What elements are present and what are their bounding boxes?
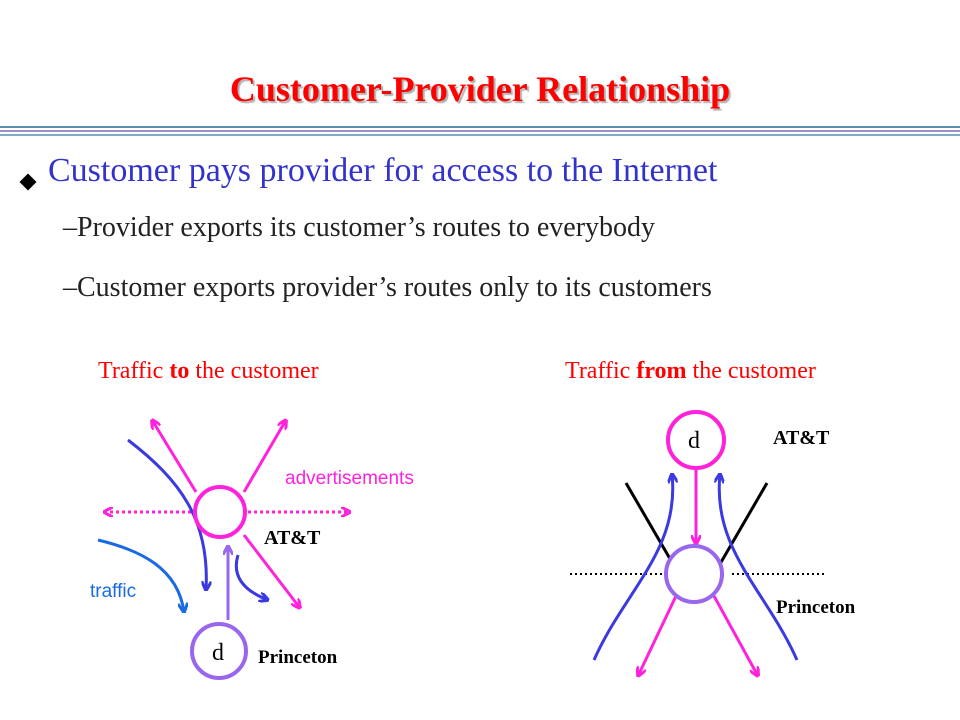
sub-bullet-1: –Provider exports its customer’s routes … <box>63 212 656 243</box>
sub-bullet-2: –Customer exports provider’s routes only… <box>63 272 712 303</box>
left-d-node <box>190 622 248 680</box>
left-d-label: d <box>212 640 224 666</box>
title-rule-3 <box>0 134 960 136</box>
right-diagram: d AT&T Princeton <box>570 410 856 676</box>
left-blue-route-arrow <box>127 438 206 590</box>
right-blue-route-left <box>592 474 673 661</box>
left-traffic-arrow <box>97 538 184 612</box>
left-diagram-caption: Traffic to the customer <box>98 358 319 385</box>
right-caption-post: the customer <box>686 358 816 384</box>
left-princeton-label: Princeton <box>258 647 338 668</box>
left-caption-pre: Traffic <box>98 358 170 384</box>
right-blue-route-right <box>719 474 799 661</box>
right-magenta-down-left <box>638 595 678 676</box>
left-ad-arrow-up-left <box>152 420 198 493</box>
right-black-line-left <box>624 482 675 565</box>
left-att-node <box>193 485 247 539</box>
left-traffic-label: traffic <box>90 581 136 602</box>
right-magenta-down-right <box>712 595 758 676</box>
left-ad-arrow-up-right <box>242 420 286 493</box>
title-rule-1 <box>0 126 960 128</box>
main-bullet-text: Customer pays provider for access to the… <box>48 152 718 189</box>
left-att-label: AT&T <box>264 527 321 549</box>
right-princeton-label: Princeton <box>776 597 856 618</box>
left-caption-bold: to <box>169 358 190 384</box>
right-d-label: d <box>688 428 700 454</box>
slide-title: Customer-Provider Relationship <box>229 69 731 109</box>
left-advertisements-label: advertisements <box>285 468 414 489</box>
right-princeton-node <box>664 544 724 604</box>
left-diagram: d advertisements traffic AT&T Princeton <box>90 420 414 680</box>
right-black-line-right <box>718 482 769 565</box>
right-diagram-caption: Traffic from the customer <box>565 358 816 385</box>
right-att-label: AT&T <box>773 427 830 449</box>
left-blue-hook-arrow <box>234 554 268 600</box>
right-caption-pre: Traffic <box>565 358 637 384</box>
title-rule-2 <box>0 130 960 132</box>
left-caption-post: the customer <box>189 358 319 384</box>
left-ad-arrow-down-right <box>242 534 300 608</box>
right-d-node <box>666 410 726 470</box>
right-caption-bold: from <box>636 358 687 384</box>
